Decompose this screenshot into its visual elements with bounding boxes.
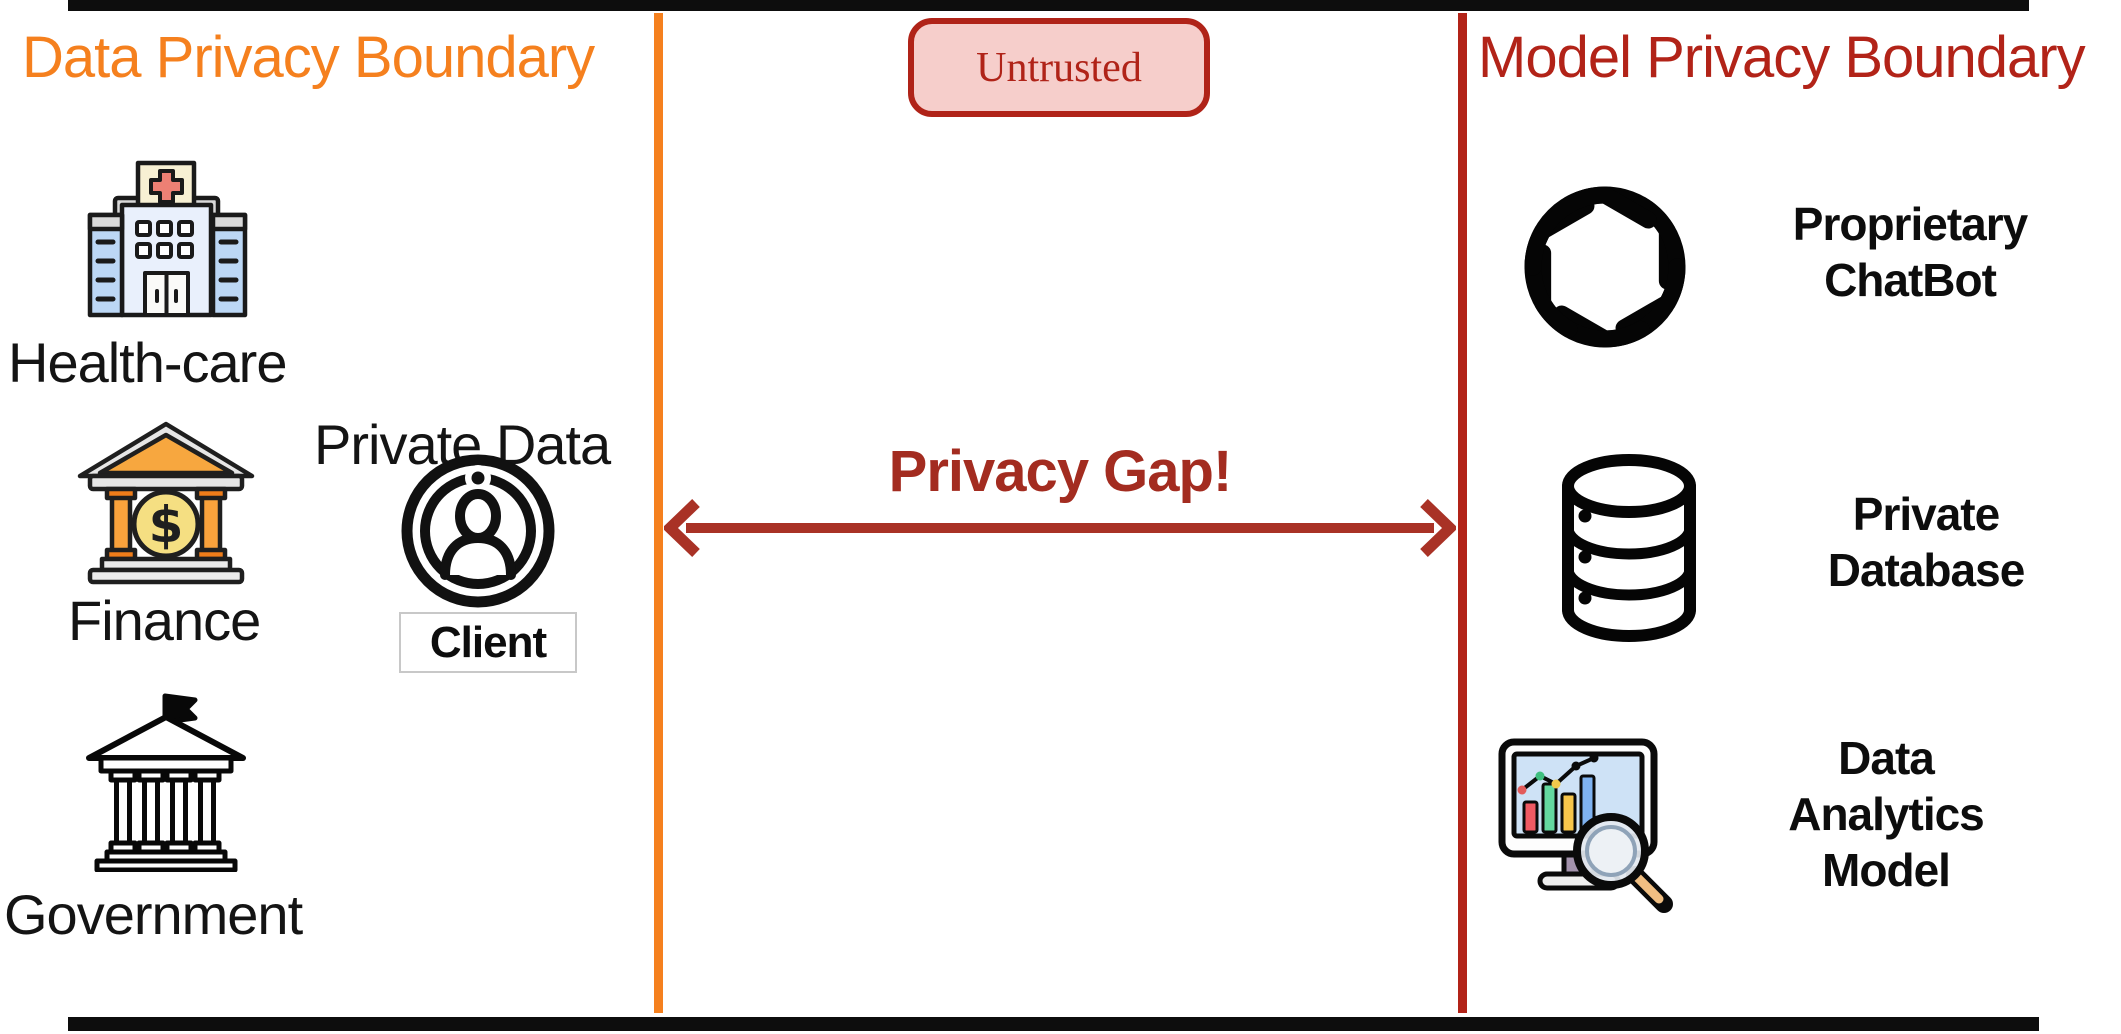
openai-logo-icon <box>1524 186 1686 348</box>
bottom-border-bar <box>68 1017 2039 1031</box>
proprietary-chatbot-label: Proprietary ChatBot <box>1792 198 2028 307</box>
model-boundary-line <box>1458 13 1467 1013</box>
top-border-bar <box>68 0 2029 11</box>
data-boundary-line <box>654 13 663 1013</box>
svg-text:$: $ <box>149 496 184 554</box>
client-label: Client <box>429 617 547 667</box>
privacy-gap-arrow-icon <box>664 499 1456 557</box>
data-analytics-model-label: Data Analytics Model <box>1788 732 1985 897</box>
untrusted-label: Untrusted <box>976 44 1142 91</box>
privacy-gap-label: Privacy Gap! <box>888 439 1233 504</box>
client-label-box: Client <box>399 612 577 673</box>
government-label: Government <box>4 883 303 946</box>
model-privacy-boundary-title: Model Privacy Boundary <box>1478 25 2086 90</box>
government-building-icon <box>86 693 246 872</box>
finance-label: Finance <box>68 589 261 652</box>
private-database-label: Private Database <box>1827 488 2026 597</box>
hospital-icon <box>87 160 248 318</box>
data-privacy-boundary-title: Data Privacy Boundary <box>22 25 595 90</box>
healthcare-label: Health-care <box>8 331 287 394</box>
client-avatar-icon <box>401 454 555 608</box>
analytics-monitor-icon <box>1498 738 1673 913</box>
untrusted-badge: Untrusted <box>908 18 1210 117</box>
database-icon <box>1562 454 1696 642</box>
bank-icon: $ <box>77 421 255 585</box>
